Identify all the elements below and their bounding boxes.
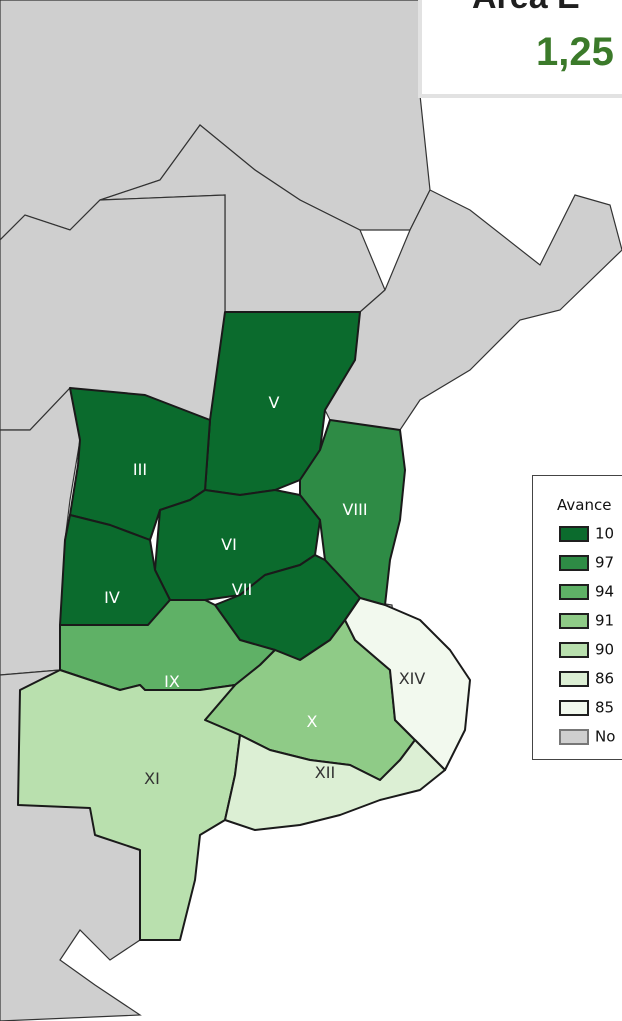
map-title: Área E <box>472 0 580 17</box>
legend-item: 85 <box>559 698 615 717</box>
legend-label: 94 <box>595 582 615 601</box>
legend-label: 97 <box>595 553 615 572</box>
legend-label: 85 <box>595 698 615 717</box>
legend-swatch <box>559 728 589 745</box>
legend-item: 91 <box>559 611 615 630</box>
legend-label: No <box>595 727 616 746</box>
label-XIV: XIV <box>399 669 426 688</box>
legend-swatch <box>559 525 589 542</box>
label-VII: VII <box>232 580 252 599</box>
legend-item: 90 <box>559 640 615 659</box>
legend-swatch <box>559 670 589 687</box>
legend: Avance 10 97 94 91 90 86 85 No <box>532 475 622 760</box>
zone-XII[interactable] <box>224 734 446 831</box>
label-VI: VI <box>221 535 237 554</box>
legend-item: 86 <box>559 669 615 688</box>
zone-XI[interactable] <box>17 669 241 941</box>
legend-label: 86 <box>595 669 615 688</box>
label-XII: XII <box>315 763 335 782</box>
legend-swatch <box>559 699 589 716</box>
label-V: V <box>269 393 280 412</box>
land-east <box>324 189 622 431</box>
legend-item: 94 <box>559 582 615 601</box>
legend-title: Avance <box>557 496 612 514</box>
label-XI: XI <box>144 769 160 788</box>
legend-label: 10 <box>595 524 615 543</box>
zone-labels: V III VIII VI IV VII IX X XIV XI XII <box>104 393 425 788</box>
legend-item: 10 <box>559 524 615 543</box>
label-III: III <box>133 460 147 479</box>
legend-item: No <box>559 727 616 746</box>
label-IV: IV <box>104 588 120 607</box>
label-VIII: VIII <box>342 500 367 519</box>
zone-III[interactable] <box>69 387 211 541</box>
legend-swatch <box>559 583 589 600</box>
legend-label: 90 <box>595 640 615 659</box>
zones <box>17 311 471 941</box>
label-IX: IX <box>164 672 180 691</box>
map-total-value: 1,25 <box>536 30 614 74</box>
legend-swatch <box>559 554 589 571</box>
legend-label: 91 <box>595 611 615 630</box>
legend-item: 97 <box>559 553 615 572</box>
label-X: X <box>307 712 318 731</box>
legend-swatch <box>559 641 589 658</box>
title-box: Área E 1,25 <box>418 0 622 98</box>
legend-swatch <box>559 612 589 629</box>
zone-XIV[interactable] <box>344 597 471 771</box>
